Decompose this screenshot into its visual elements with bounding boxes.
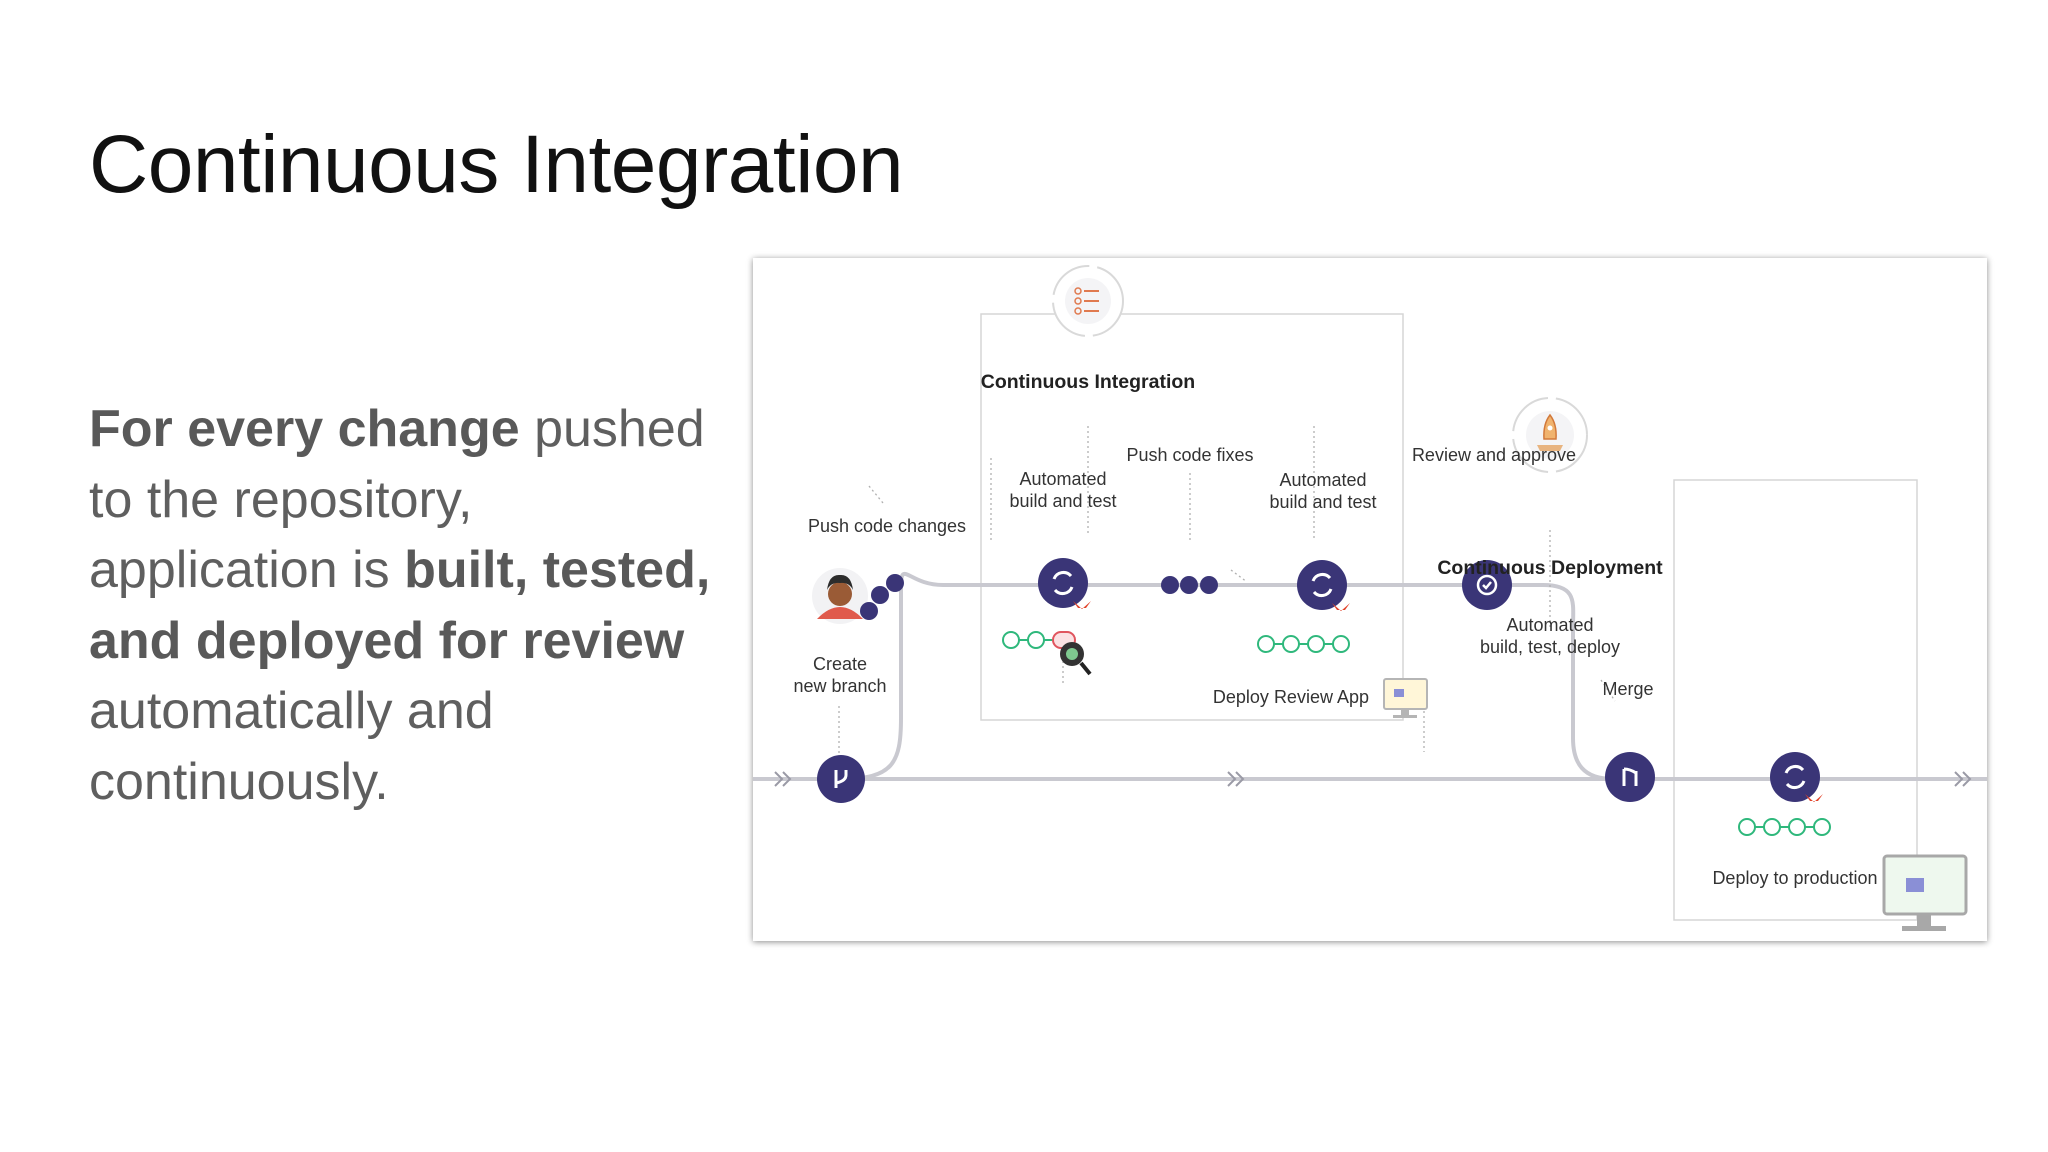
ci-checklist-icon <box>1052 265 1124 337</box>
body-text-pushed: pushed to the repository, application is <box>89 400 705 599</box>
label-build-and-test-1: build and test <box>1009 491 1116 511</box>
production-monitor-icon <box>1882 854 1968 931</box>
label-review-and-approve: Review and approve <box>1412 445 1576 465</box>
ci-section-box <box>980 313 1404 721</box>
label-deploy-review-app: Deploy Review App <box>1213 687 1369 707</box>
deploy-node <box>1770 752 1820 802</box>
label-merge: Merge <box>1602 679 1653 699</box>
label-push-code-changes: Push code changes <box>808 516 966 536</box>
body-bold-built-tested: built, tested, and deployed for review <box>89 541 711 670</box>
dotted-connectors <box>838 426 1616 755</box>
label-deploy-to-production: Deploy to production <box>1712 868 1877 888</box>
pipeline-status-3 <box>1738 818 1831 836</box>
label-automated-2: Automated <box>1279 470 1366 490</box>
merge-node <box>1605 752 1655 802</box>
build-test-node-2 <box>1297 560 1347 610</box>
ci-cd-diagram: Continuous Integration Continuous Deploy… <box>753 258 1987 941</box>
label-build-and-test-2: build and test <box>1269 492 1376 512</box>
cd-rocket-icon <box>1512 397 1588 473</box>
label-new-branch: new branch <box>793 676 886 696</box>
review-app-monitor-icon <box>1383 678 1428 718</box>
label-create: Create <box>813 654 867 674</box>
build-test-node-1 <box>1038 558 1088 608</box>
slide-body-text: For every change pushed to the repositor… <box>89 394 729 817</box>
label-build-test-deploy: build, test, deploy <box>1480 637 1620 657</box>
ci-section-title: Continuous Integration <box>981 371 1195 393</box>
review-approve-node <box>1462 560 1512 610</box>
feature-track <box>840 571 1614 781</box>
flow-chevron-icon <box>774 771 1972 787</box>
gitlab-tanuki-icon <box>1073 601 1823 802</box>
developer-avatar <box>812 568 868 624</box>
label-push-code-fixes: Push code fixes <box>1126 445 1253 465</box>
slide-title: Continuous Integration <box>89 119 904 210</box>
cd-section-title: Continuous Deployment <box>1437 557 1663 579</box>
bug-magnifier-icon <box>1060 642 1092 676</box>
label-automated-1: Automated <box>1019 469 1106 489</box>
cd-section-box <box>1673 479 1918 921</box>
body-text-automatically: automatically and continuously. <box>89 682 494 811</box>
body-bold-every-change: For every change <box>89 400 520 458</box>
commit-dots <box>860 574 1218 620</box>
create-branch-node <box>817 755 865 803</box>
label-automated-3: Automated <box>1506 615 1593 635</box>
pipeline-status-2 <box>1257 635 1350 653</box>
